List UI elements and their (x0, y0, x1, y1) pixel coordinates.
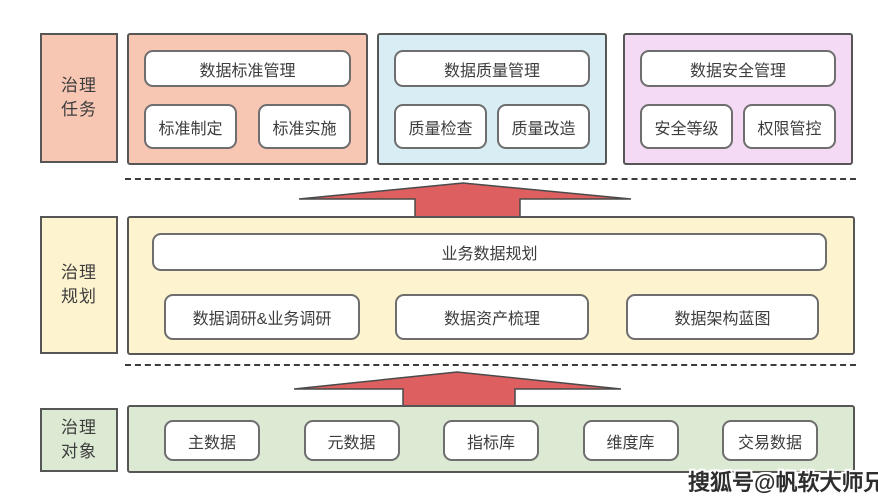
rail-label-line: 治理 (61, 76, 97, 96)
panel-governance-objects: 主数据 元数据 指标库 维度库 交易数据 (127, 405, 855, 473)
dashed-divider-bottom (125, 364, 856, 366)
box-data-asset-sorting: 数据资产梳理 (395, 294, 589, 340)
box-data-architecture-blueprint: 数据架构蓝图 (626, 294, 819, 340)
rail-label-line: 对象 (61, 442, 97, 461)
box-data-and-business-research: 数据调研&业务调研 (164, 294, 360, 340)
rail-label-line: 任务 (61, 100, 97, 119)
dashed-divider-top (125, 178, 856, 180)
header-box-data-standards: 数据标准管理 (144, 50, 351, 87)
panel-data-security: 数据安全管理 安全等级 权限管控 (623, 33, 853, 165)
up-arrow-shape (298, 182, 632, 218)
header-label: 数据标准管理 (199, 62, 296, 80)
rail-label-line: 治理 (61, 263, 97, 283)
box-permission-control: 权限管控 (743, 104, 836, 149)
rail-label-governance-planning: 治理 规划 (40, 216, 118, 354)
box-quality-improvement: 质量改造 (497, 104, 590, 149)
header-box-data-quality: 数据质量管理 (394, 50, 590, 87)
box-standard-definition: 标准制定 (144, 104, 237, 149)
box-security-level: 安全等级 (640, 104, 733, 149)
box-dimension-library: 维度库 (582, 420, 679, 461)
panel-governance-planning: 业务数据规划 数据调研&业务调研 数据资产梳理 数据架构蓝图 (127, 216, 855, 355)
sub-box-row: 质量检查 质量改造 (394, 104, 590, 149)
rail-label-governance-objects: 治理 对象 (40, 408, 118, 472)
sub-box-row: 安全等级 权限管控 (640, 104, 836, 149)
rail-label-line: 治理 (61, 418, 97, 438)
box-indicator-library: 指标库 (443, 420, 539, 461)
header-label: 数据安全管理 (689, 62, 786, 80)
header-box-data-security: 数据安全管理 (640, 50, 836, 87)
wide-box-business-data-planning: 业务数据规划 (152, 233, 827, 271)
box-metadata: 元数据 (303, 420, 400, 461)
up-arrow-icon (293, 371, 622, 406)
panel-data-standards: 数据标准管理 标准制定 标准实施 (127, 33, 368, 165)
sub-box-row: 标准制定 标准实施 (144, 104, 351, 149)
up-arrow-icon (298, 182, 632, 218)
box-quality-check: 质量检查 (394, 104, 487, 149)
watermark-sohu-account: 搜狐号@帆软大师兄 (688, 470, 878, 495)
rail-label-line: 规划 (61, 287, 97, 306)
box-transaction-data: 交易数据 (722, 420, 818, 461)
box-master-data: 主数据 (164, 420, 260, 461)
rail-label-governance-tasks: 治理 任务 (40, 33, 118, 163)
up-arrow-shape (293, 371, 622, 406)
box-standard-implementation: 标准实施 (258, 104, 351, 149)
header-label: 数据质量管理 (443, 62, 540, 80)
object-box-row: 主数据 元数据 指标库 维度库 交易数据 (164, 420, 818, 461)
panel-data-quality: 数据质量管理 质量检查 质量改造 (377, 33, 607, 165)
